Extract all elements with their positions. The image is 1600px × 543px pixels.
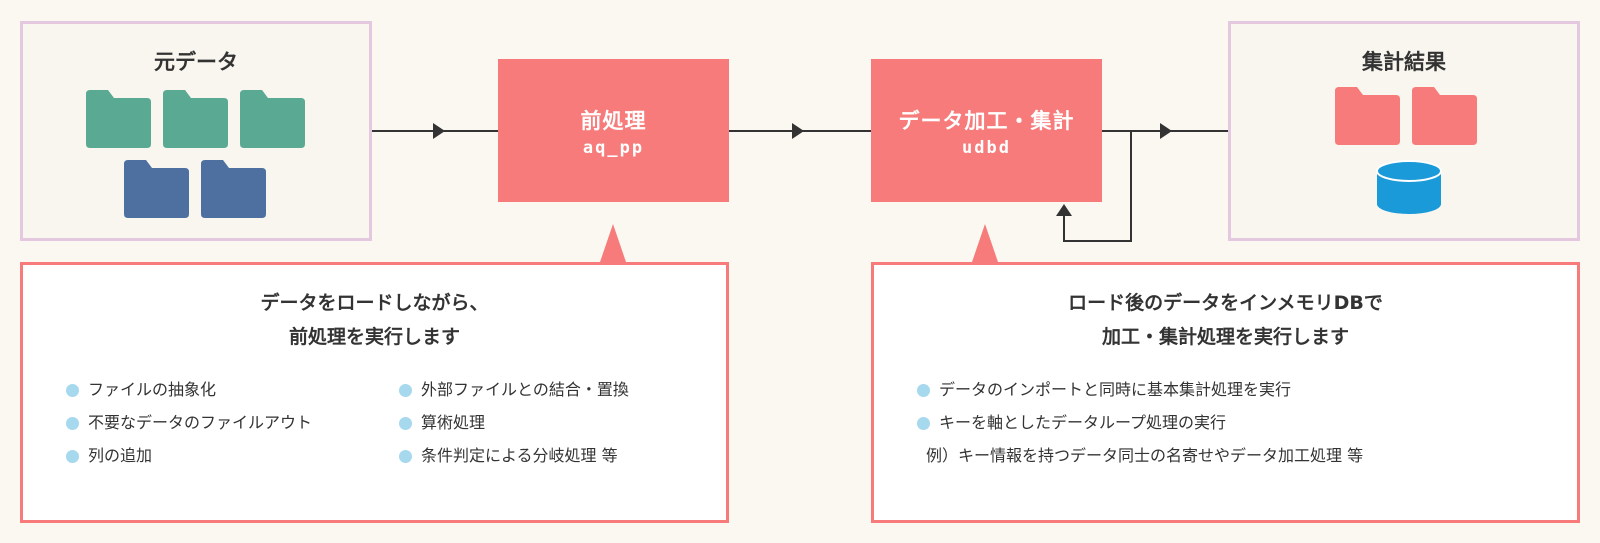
bullet-dot [917,384,930,397]
list-item-text: ファイルの抽象化 [88,380,217,399]
list-item-text: 条件判定による分岐処理 等 [421,446,618,465]
preprocess-description: データをロードしながら、 前処理を実行します ファイルの抽象化 不要なデータのフ… [20,262,729,523]
folder-icon [1335,87,1400,145]
result-panel: 集計結果 [1228,21,1580,241]
preprocess-heading-line2: 前処理を実行します [288,326,460,348]
callout-pointer-preprocess [600,224,626,262]
bullet-dot [399,450,412,463]
aggregate-title: データ加工・集計 [898,109,1075,133]
source-folders [86,90,305,218]
arrow-right-icon [1160,123,1172,139]
callout-pointer-aggregate [972,224,998,262]
bullet-dot [399,384,412,397]
database-icon [1376,160,1442,214]
list-item-text: 外部ファイルとの結合・置換 [421,380,629,399]
source-data-panel: 元データ [20,21,372,241]
bullet-dot [66,384,79,397]
preprocess-node: 前処理 aq_pp [498,59,729,202]
bullet-dot [66,417,79,430]
source-data-title: 元データ [154,50,238,74]
bullet-dot [66,450,79,463]
aggregate-heading: ロード後のデータをインメモリDBで 加工・集計処理を実行します [874,286,1577,354]
aggregate-code: udbd [962,138,1011,158]
list-item-text: 列の追加 [88,446,153,465]
example-note: 例）キー情報を持つデータ同士の名寄せやデータ加工処理 等 [926,446,1364,465]
bullet-dot [399,417,412,430]
aggregate-heading-line1: ロード後のデータをインメモリDBで [1068,292,1383,314]
preprocess-heading: データをロードしながら、 前処理を実行します [23,286,726,354]
list-item-text: 不要なデータのファイルアウト [88,413,313,432]
arrow-right-icon [433,123,445,139]
folder-icon [240,90,305,148]
list-item-text: データのインポートと同時に基本集計処理を実行 [939,380,1292,399]
folder-icon [86,90,151,148]
result-title: 集計結果 [1362,50,1446,74]
preprocess-title: 前処理 [580,109,647,133]
arrow-up-icon [1056,204,1072,216]
bullet-dot [917,417,930,430]
list-item-text: キーを軸としたデータループ処理の実行 [939,413,1227,432]
folder-icon [1412,87,1477,145]
preprocess-heading-line1: データをロードしながら、 [260,292,489,314]
aggregate-description: ロード後のデータをインメモリDBで 加工・集計処理を実行します データのインポー… [871,262,1580,523]
loop-connector [1063,131,1132,242]
result-icons [1335,87,1477,214]
aggregate-heading-line2: 加工・集計処理を実行します [1101,326,1349,348]
folder-icon [163,90,228,148]
aggregate-node: データ加工・集計 udbd [871,59,1102,202]
folder-icon [124,160,189,218]
preprocess-code: aq_pp [582,138,645,158]
folder-icon [201,160,266,218]
list-item-text: 算術処理 [421,413,486,432]
arrow-right-icon [792,123,804,139]
